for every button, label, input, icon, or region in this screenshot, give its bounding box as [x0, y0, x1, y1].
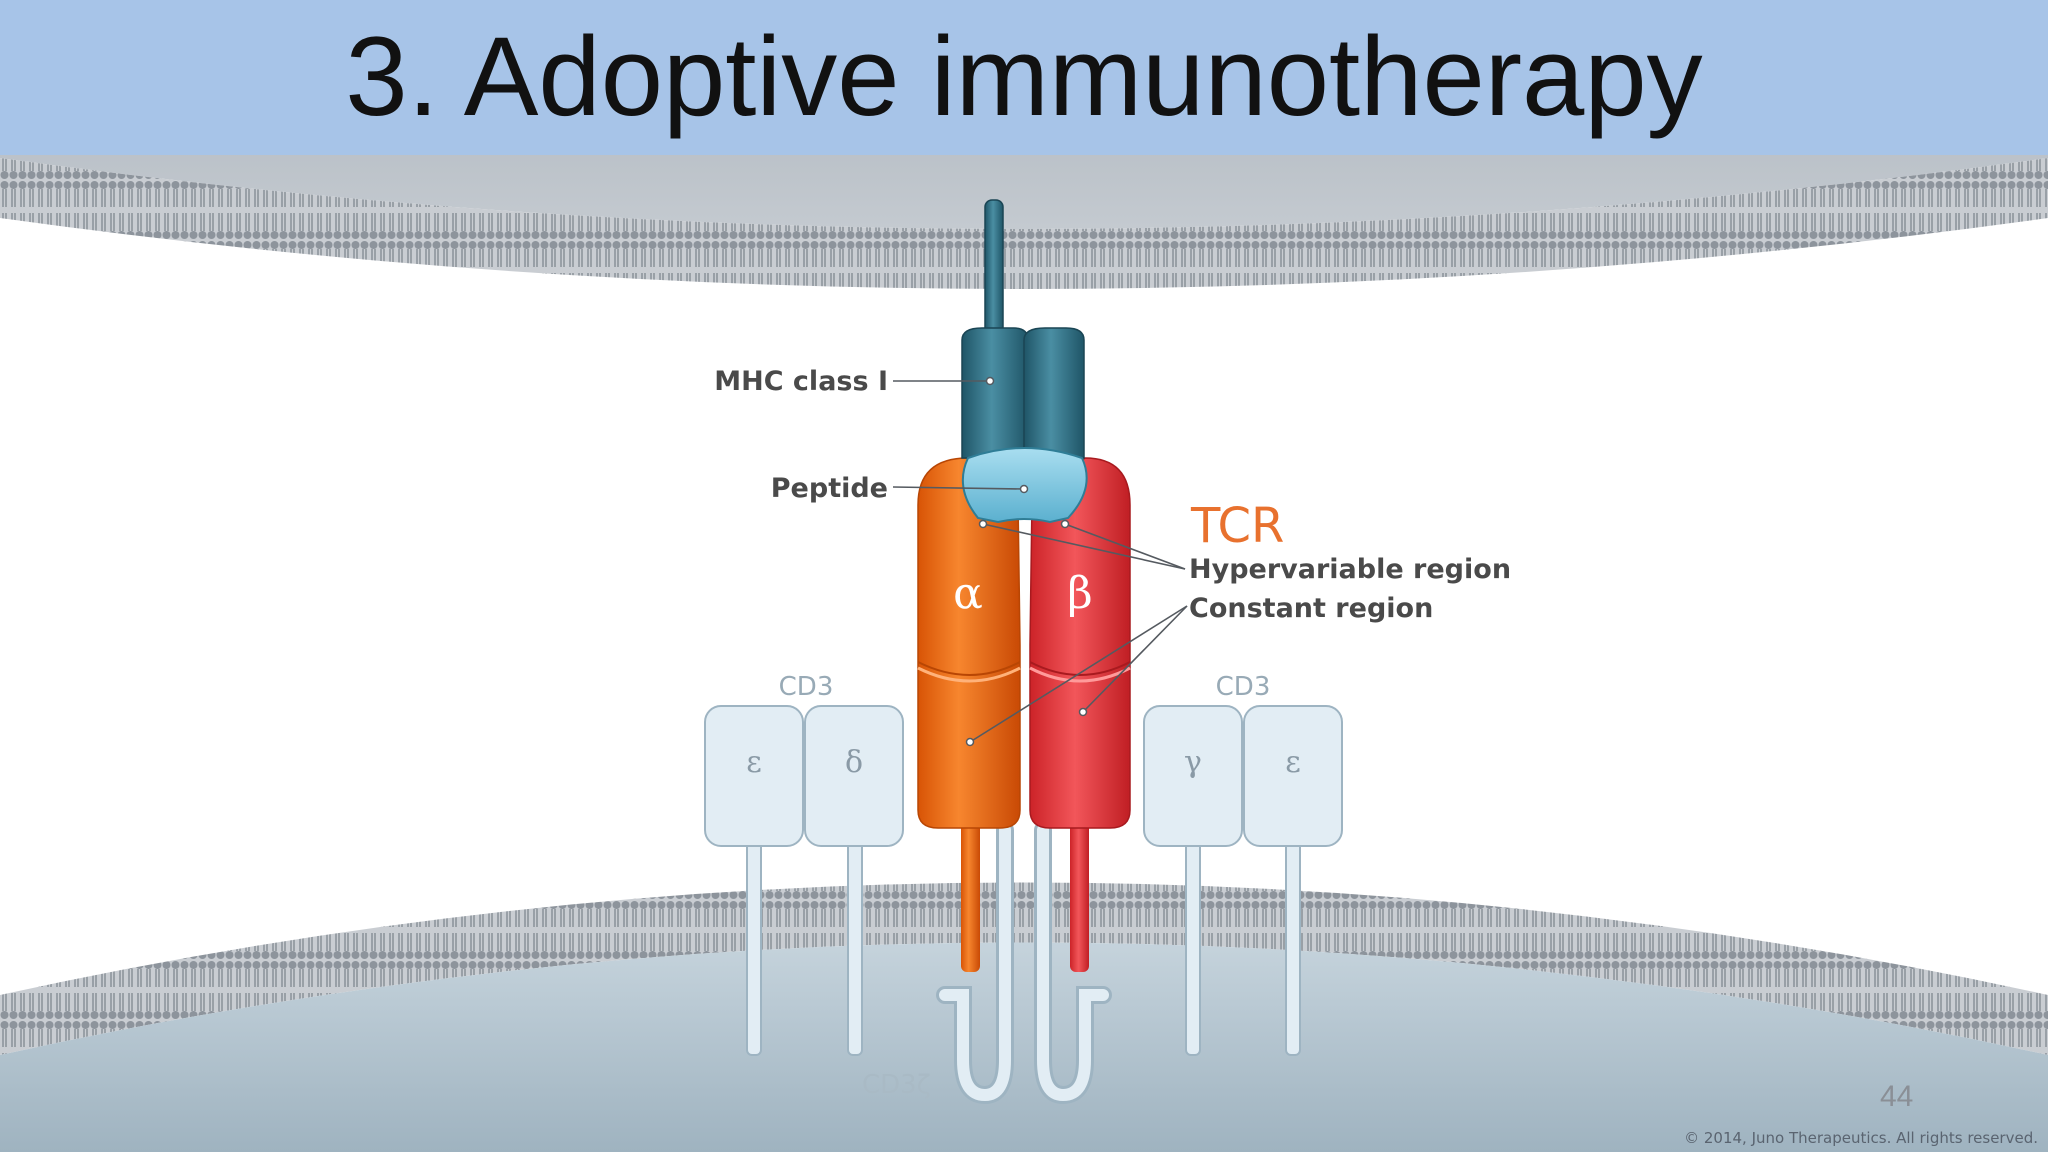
beta-symbol: β	[1067, 568, 1092, 619]
bottom-cell-membrane	[0, 882, 2048, 1055]
slide-title: 3. Adoptive immunotherapy	[345, 14, 1703, 139]
cd3-gamma-symbol: γ	[1184, 745, 1202, 780]
leader-lines	[892, 380, 1188, 743]
cd3-gamma	[1143, 705, 1243, 847]
mhc-class-i-label: MHC class I	[714, 366, 888, 397]
alpha-symbol: α	[953, 568, 983, 619]
peptide-label: Peptide	[771, 473, 888, 504]
cd3-epsilon-left-symbol: ε	[746, 745, 762, 780]
cd3-right-group: γ ε	[1143, 705, 1343, 847]
cd3-epsilon-right-symbol: ε	[1285, 745, 1301, 780]
mhc-anchor	[984, 199, 1004, 341]
top-cell-membrane	[0, 158, 2048, 289]
cd3-delta-symbol: δ	[845, 745, 863, 780]
copyright-notice: © 2014, Juno Therapeutics. All rights re…	[1684, 1129, 2038, 1147]
hypervariable-region-label: Hypervariable region	[1189, 554, 1511, 585]
cd3-delta	[804, 705, 904, 847]
alpha-chain-stalk	[961, 820, 980, 972]
page-number: 44	[1880, 1080, 1914, 1113]
cd3-zeta-label: CD3ζ	[862, 1070, 931, 1100]
cd3-left-group: ε δ	[704, 705, 904, 847]
leader-dots	[965, 376, 1088, 747]
mhc-class-i	[961, 199, 1085, 459]
cd3-epsilon-right	[1243, 705, 1343, 847]
bottom-cell-body	[0, 942, 2048, 1152]
beta-chain-stalk	[1070, 820, 1089, 972]
cd3-epsilon-left	[704, 705, 804, 847]
constant-region-label: Constant region	[1189, 593, 1433, 624]
cd3-zeta-chains	[936, 821, 1112, 1105]
title-bar: 3. Adoptive immunotherapy	[0, 0, 2048, 155]
cd3-left-label: CD3	[779, 672, 834, 702]
cd3-right-label: CD3	[1216, 672, 1271, 702]
tcr-label: TCR	[1190, 498, 1284, 554]
tcr-alpha-chain: α	[917, 457, 1021, 829]
